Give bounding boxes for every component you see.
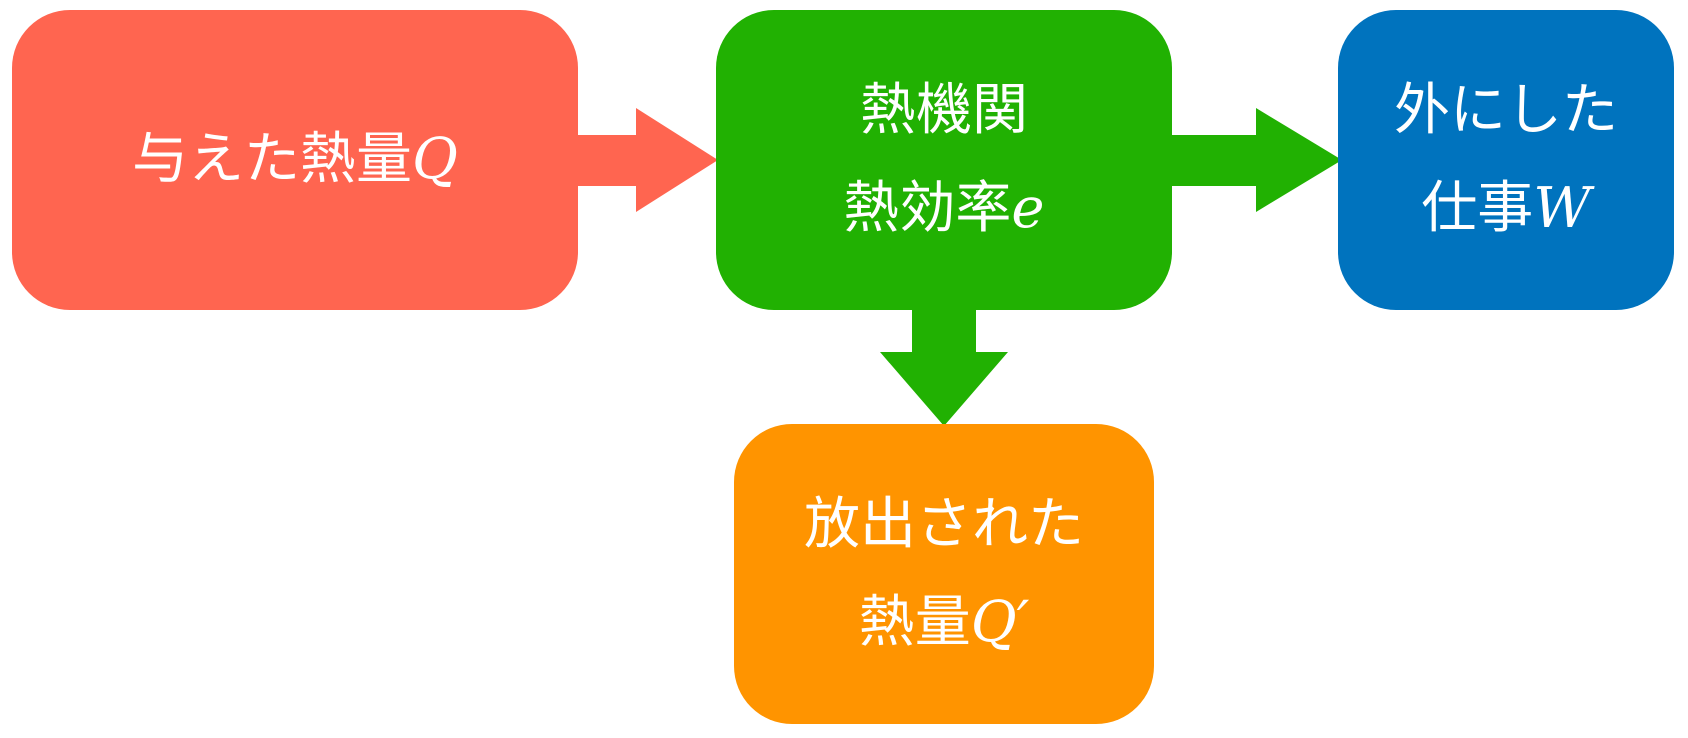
arrow-input-to-engine — [576, 108, 718, 212]
input-heat-label: 与えた熱量Q — [132, 132, 458, 188]
external-work-line2: 仕事W — [1421, 181, 1591, 237]
heat-engine-box: 熱機関 熱効率e — [716, 10, 1172, 310]
released-heat-line2: 熱量Q′ — [859, 595, 1030, 651]
released-heat-symbol: Q′ — [970, 590, 1030, 655]
efficiency-text: 熱効率 — [843, 176, 1012, 241]
heat-engine-title: 熱機関 — [860, 78, 1028, 143]
released-heat-text: 熱量 — [858, 590, 971, 655]
arrow-engine-to-work — [1170, 108, 1342, 212]
released-heat-line1: 放出された — [804, 492, 1084, 557]
released-heat-box: 放出された 熱量Q′ — [734, 424, 1154, 724]
efficiency-label: 熱効率e — [843, 181, 1044, 237]
input-heat-text: 与えた熱量 — [132, 127, 413, 192]
arrow-engine-to-output — [880, 308, 1008, 426]
efficiency-symbol: e — [1011, 176, 1045, 241]
external-work-line1: 外にした — [1394, 78, 1618, 143]
input-heat-box: 与えた熱量Q — [12, 10, 578, 310]
external-work-box: 外にした 仕事W — [1338, 10, 1674, 310]
work-symbol: W — [1533, 176, 1591, 241]
input-heat-symbol: Q — [412, 127, 458, 192]
work-text: 仕事 — [1421, 176, 1534, 241]
